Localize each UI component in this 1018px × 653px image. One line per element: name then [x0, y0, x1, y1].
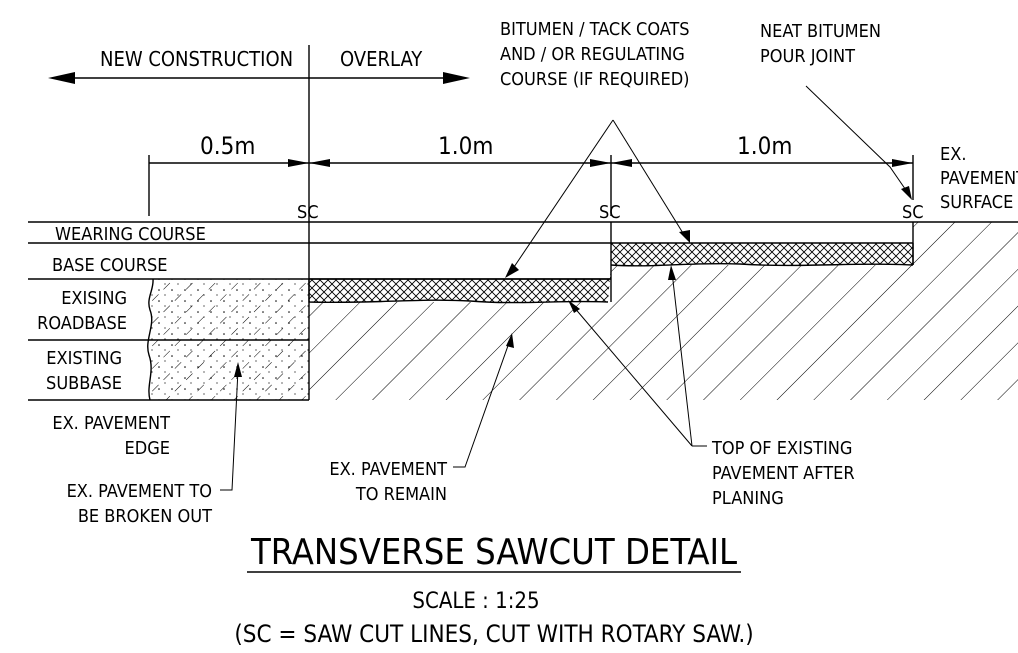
- dimension-1-0m-second: 1.0m: [737, 132, 792, 160]
- broken-out-leader: [220, 362, 242, 491]
- remain-leader: [453, 333, 514, 468]
- label-base-course: BASE COURSE: [52, 255, 168, 276]
- sc-label-2: SC: [599, 202, 621, 223]
- top-existing-leaders: [568, 265, 707, 447]
- dimension-line: [148, 155, 914, 216]
- label-subbase-2: SUBBASE: [46, 373, 122, 394]
- label-roadbase-1: EXISING: [61, 288, 127, 309]
- dimension-1-0m-first: 1.0m: [438, 132, 493, 160]
- callout-bitumen-3: COURSE (IF REQUIRED): [500, 69, 690, 90]
- overlay-crosshatch: [308, 243, 914, 304]
- callout-bitumen-2: AND / OR REGULATING: [500, 44, 685, 65]
- callout-surface-2: PAVEMENT: [940, 168, 1018, 189]
- zone-label-new-construction: NEW CONSTRUCTION: [100, 47, 293, 71]
- callout-remain-1: EX. PAVEMENT: [329, 459, 447, 480]
- callout-broken-out-2: BE BROKEN OUT: [78, 506, 212, 527]
- callout-broken-out-1: EX. PAVEMENT TO: [67, 481, 212, 502]
- callout-remain-2: TO REMAIN: [355, 484, 447, 505]
- callout-top-existing-3: PLANING: [712, 488, 784, 509]
- label-wearing-course: WEARING COURSE: [55, 224, 206, 245]
- callout-neat-bitumen-1: NEAT BITUMEN: [760, 21, 881, 42]
- label-roadbase-2: ROADBASE: [37, 313, 127, 334]
- neat-bitumen-leader: [805, 85, 912, 200]
- callout-surface-1: EX.: [940, 144, 966, 165]
- scale-label: SCALE : 1:25: [412, 589, 539, 614]
- label-pavement-edge-1: EX. PAVEMENT: [52, 413, 170, 434]
- callout-bitumen-1: BITUMEN / TACK COATS: [500, 19, 690, 40]
- callout-top-existing-1: TOP OF EXISTING: [711, 438, 852, 459]
- label-pavement-edge-2: EDGE: [125, 438, 170, 459]
- label-subbase-1: EXISTING: [46, 348, 122, 369]
- callout-surface-3: SURFACE: [940, 192, 1013, 213]
- sawcut-note: (SC = SAW CUT LINES, CUT WITH ROTARY SAW…: [234, 620, 753, 648]
- dimension-0-5m: 0.5m: [200, 132, 255, 160]
- broken-out-zone: [147, 278, 309, 401]
- sc-label-1: SC: [297, 202, 319, 223]
- bitumen-leaders: [505, 119, 690, 278]
- callout-top-existing-2: PAVEMENT AFTER: [712, 463, 855, 484]
- zone-label-overlay: OVERLAY: [340, 47, 423, 71]
- detail-title: TRANSVERSE SAWCUT DETAIL: [250, 532, 737, 573]
- sc-label-3: SC: [902, 202, 924, 223]
- callout-neat-bitumen-2: POUR JOINT: [760, 46, 855, 67]
